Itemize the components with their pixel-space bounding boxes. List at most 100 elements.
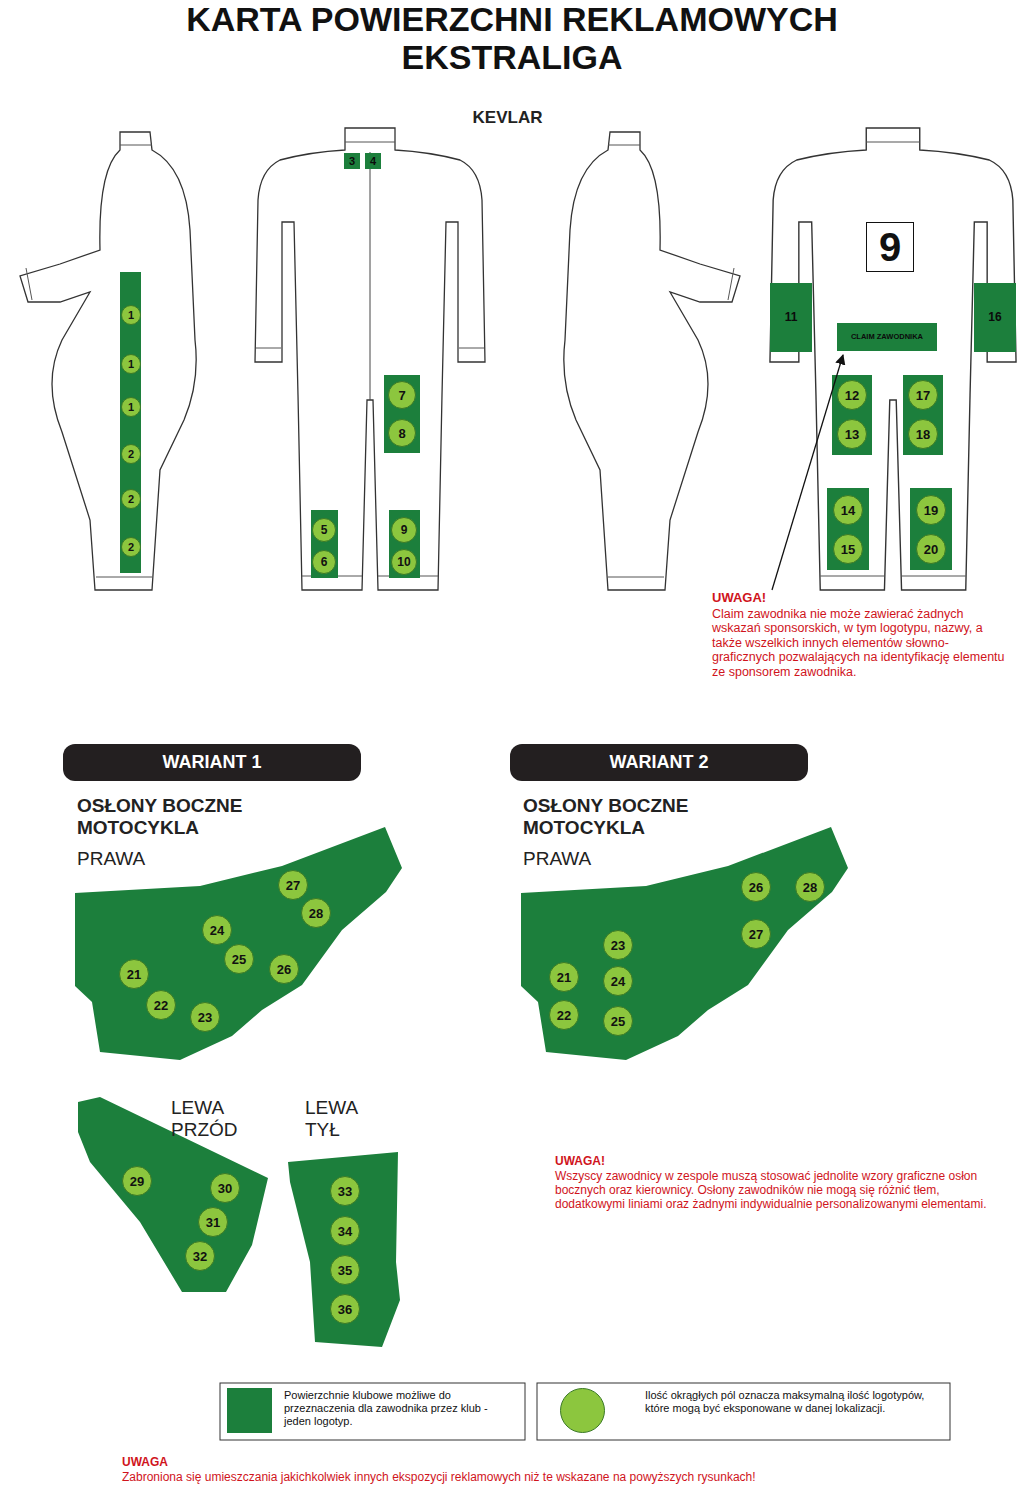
rider-number: 9: [866, 222, 914, 272]
node-text: 30: [218, 1182, 232, 1195]
logo-circle: 22: [146, 990, 176, 1020]
node-text: 1: [128, 359, 134, 370]
logo-circle: 30: [210, 1173, 240, 1203]
note-text: Wszyscy zawodnicy w zespole muszą stosow…: [555, 1170, 995, 1211]
logo-circle: 14: [833, 495, 863, 525]
logo-circle: 35: [330, 1255, 360, 1285]
node-text: 24: [611, 975, 625, 988]
node-text: 13: [845, 428, 859, 441]
node-text: 20: [924, 543, 938, 556]
logo-circle: 13: [837, 419, 867, 449]
logo-circle: 29: [122, 1166, 152, 1196]
node-text: 28: [309, 907, 323, 920]
logo-circle: 1: [121, 305, 141, 325]
logo-circle: 1: [121, 354, 141, 374]
node-text: 24: [210, 924, 224, 937]
logo-circle: 2: [121, 444, 141, 464]
node-text: 33: [338, 1185, 352, 1198]
legend-frame: [220, 1383, 525, 1440]
node-text: 10: [397, 556, 410, 568]
legend-swatch: [560, 1388, 605, 1433]
node-text: 27: [749, 928, 763, 941]
logo-circle: 21: [119, 959, 149, 989]
suit-side-left: [20, 132, 196, 590]
variant-banner: WARIANT 1: [63, 744, 361, 781]
node-text: 11: [785, 311, 798, 323]
node-text: 23: [198, 1011, 212, 1024]
logo-circle: 17: [908, 380, 938, 410]
logo-circle: 6: [312, 550, 336, 574]
node-text: 12: [845, 389, 859, 402]
node-text: 26: [277, 963, 291, 976]
logo-circle: 10: [391, 549, 417, 575]
logo-circle: 23: [603, 930, 633, 960]
logo-circle: 2: [121, 489, 141, 509]
logo-circle: 26: [741, 872, 771, 902]
legend-swatch: [227, 1388, 272, 1433]
club-areas: [120, 272, 952, 578]
logo-circle: 23: [190, 1002, 220, 1032]
note-heading: UWAGA!: [712, 591, 1012, 606]
node-text: 22: [154, 999, 168, 1012]
node-text: 8: [398, 427, 405, 440]
logo-circle: 20: [916, 534, 946, 564]
group-heading: OSŁONY BOCZNE MOTOCYKLA: [523, 795, 743, 839]
note-heading: UWAGA!: [555, 1155, 995, 1169]
node-text: 19: [924, 504, 938, 517]
node-text: 23: [611, 939, 625, 952]
logo-circle: 27: [741, 919, 771, 949]
logo-circle: 34: [330, 1216, 360, 1246]
note-text: Zabroniona się umieszczania jakichkolwie…: [122, 1471, 1012, 1485]
node-text: 2: [128, 542, 134, 553]
logo-circle: 33: [330, 1176, 360, 1206]
logo-circle: 24: [603, 966, 633, 996]
node-text: 6: [321, 556, 328, 568]
node-text: 9: [401, 524, 408, 536]
logo-circle: 25: [224, 944, 254, 974]
node-text: 21: [557, 971, 571, 984]
suit-back: [770, 128, 1016, 590]
logo-circle: 21: [549, 962, 579, 992]
node-text: 21: [127, 968, 141, 981]
node-text: CLAIM ZAWODNIKA: [851, 333, 923, 341]
node-text: 7: [398, 389, 405, 402]
note-heading: UWAGA: [122, 1456, 322, 1470]
node-text: 2: [128, 449, 134, 460]
logo-circle: 2: [121, 537, 141, 557]
group-heading: OSŁONY BOCZNE MOTOCYKLA: [77, 795, 297, 839]
logo-circle: 7: [388, 381, 416, 409]
leader-line: [772, 355, 843, 590]
node-text: 25: [232, 953, 246, 966]
logo-circle: 22: [549, 1000, 579, 1030]
club-area: 3: [344, 153, 360, 169]
node-text: 1: [128, 402, 134, 413]
logo-circle: 18: [908, 419, 938, 449]
logo-circle: 31: [198, 1207, 228, 1237]
logo-circle: 5: [312, 518, 336, 542]
logo-circle: 9: [391, 517, 417, 543]
part-name: LEWA TYŁ: [305, 1097, 375, 1141]
club-area: 16: [974, 283, 1016, 352]
group-subheading: PRAWA: [523, 848, 643, 870]
node-text: 18: [916, 428, 930, 441]
logo-circle: 19: [916, 495, 946, 525]
node-text: 9: [879, 227, 901, 267]
node-text: 1: [128, 310, 134, 321]
logo-circle: 15: [833, 534, 863, 564]
node-text: 5: [321, 524, 328, 536]
logo-circle: 8: [388, 419, 416, 447]
node-text: 3: [349, 156, 355, 167]
club-area: CLAIM ZAWODNIKA: [837, 323, 937, 351]
node-text: 32: [193, 1250, 207, 1263]
part-name: LEWA PRZÓD: [171, 1097, 251, 1141]
logo-circle: 12: [837, 380, 867, 410]
node-text: 14: [841, 504, 855, 517]
node-text: 31: [206, 1216, 220, 1229]
node-text: 4: [370, 156, 376, 167]
node-text: 29: [130, 1175, 144, 1188]
node-text: 36: [338, 1303, 352, 1316]
node-text: 35: [338, 1264, 352, 1277]
suit-side-right: [564, 132, 740, 590]
logo-circle: 1: [121, 397, 141, 417]
